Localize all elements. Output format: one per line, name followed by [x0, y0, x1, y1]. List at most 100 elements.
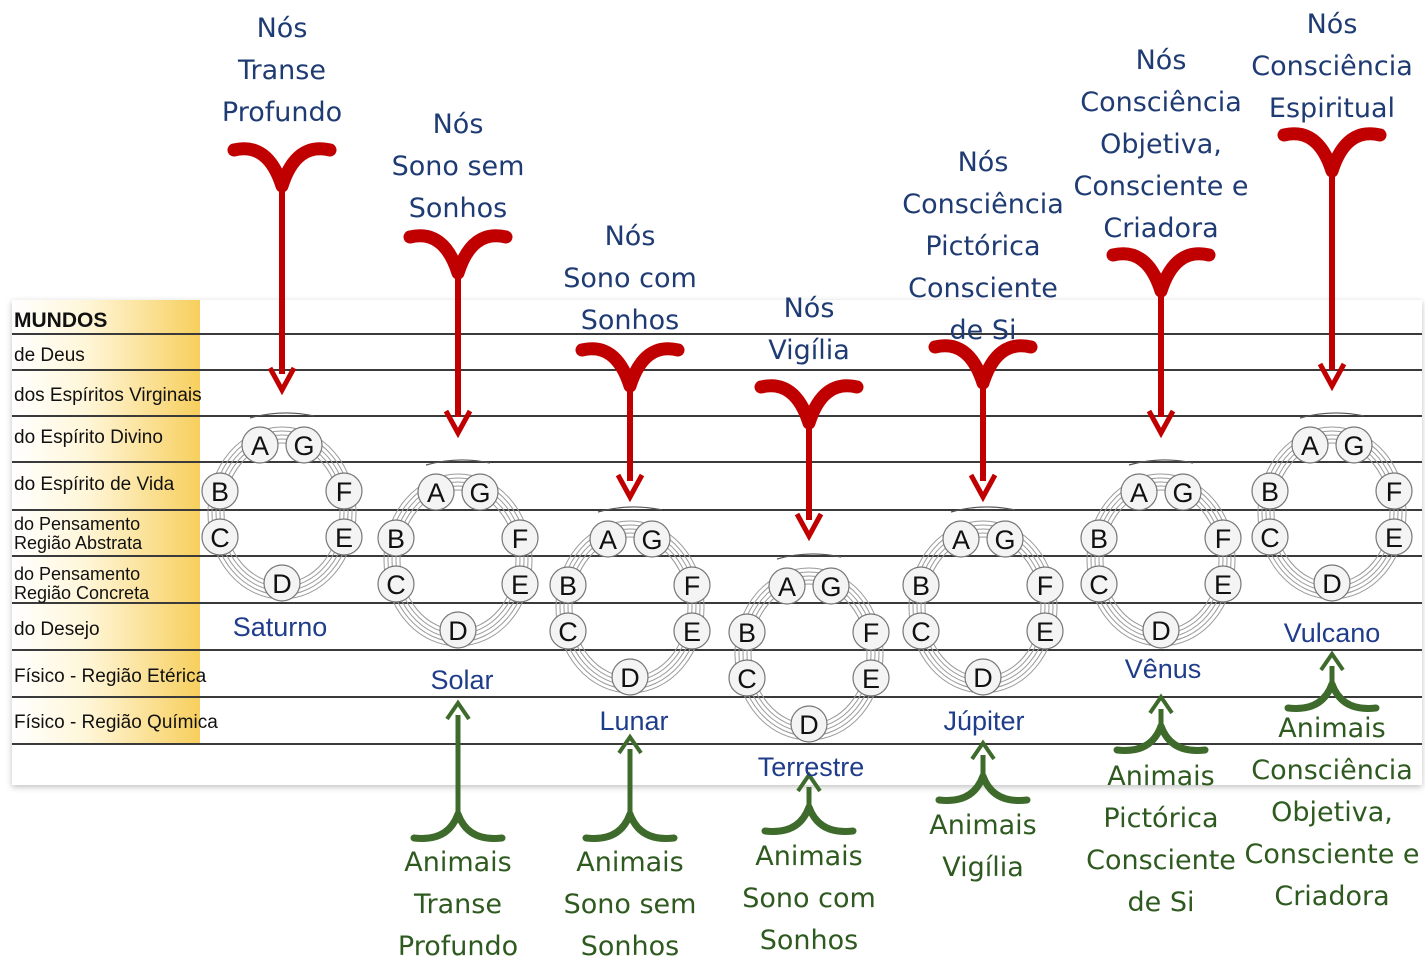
animais-label-line: Animais	[1107, 761, 1215, 792]
ring-letter: A	[952, 525, 970, 555]
ring-letter: A	[1301, 431, 1319, 461]
ring-letter: A	[251, 431, 269, 461]
ring-node	[1335, 426, 1373, 464]
ring-letter: E	[1036, 617, 1054, 647]
row-label-line: do Pensamento	[14, 564, 141, 584]
ring-letter: C	[737, 664, 757, 694]
ring-node	[263, 564, 301, 602]
ring-node	[812, 567, 850, 605]
planet-label: Lunar	[599, 706, 669, 736]
ring-letter: D	[799, 710, 819, 740]
ring-node	[439, 611, 477, 649]
animais-label-line: Consciente	[1086, 845, 1236, 876]
ring-top-arrow	[1128, 459, 1194, 466]
nos-label-line: Nós	[604, 221, 656, 252]
ring-letter: G	[1172, 478, 1193, 508]
ring-node	[241, 426, 279, 464]
row-divider	[12, 602, 1422, 604]
ring-node	[673, 612, 711, 650]
ring-node	[1142, 611, 1180, 649]
animais-label-line: Animais	[1278, 713, 1386, 744]
nos-arrow-head	[968, 473, 998, 503]
animais-label-line: Consciente e	[1244, 839, 1420, 870]
nos-label-line: Sono com	[563, 263, 697, 294]
ring-letter: F	[336, 477, 353, 507]
ring-letter: D	[1151, 616, 1171, 646]
animais-label-line: Animais	[929, 810, 1037, 841]
ring-letter: D	[448, 616, 468, 646]
ring-letter: A	[427, 478, 445, 508]
ring-node	[1026, 566, 1064, 604]
ring-letter: G	[641, 525, 662, 555]
animais-label-line: Animais	[404, 847, 512, 878]
ring-letter: F	[1386, 477, 1403, 507]
planet-label: Terrestre	[757, 752, 865, 782]
ring-node	[902, 612, 940, 650]
ring-node	[1313, 564, 1351, 602]
animais-arrow-head	[1148, 693, 1174, 715]
nos-label-line: Pictórica	[925, 231, 1041, 262]
ring-node	[768, 567, 806, 605]
row-label-eterica: Físico - Região Etérica	[14, 666, 207, 687]
ring-node	[501, 519, 539, 557]
nos-label-line: de Si	[949, 315, 1017, 346]
row-divider	[12, 461, 1422, 463]
row-label-espirito-divino: do Espírito Divino	[14, 427, 163, 448]
row-divider	[12, 415, 1422, 417]
ring-node	[325, 518, 363, 556]
ring-node	[549, 612, 587, 650]
nos-label-line: Consciência	[1251, 51, 1413, 82]
ring-loop	[924, 536, 1042, 678]
animais-label-line: Transe	[414, 889, 502, 920]
ring-letter: E	[1385, 523, 1403, 553]
ring-letter: G	[469, 478, 490, 508]
ring-letter: G	[820, 572, 841, 602]
ring-letter: G	[994, 525, 1015, 555]
ring-top-arrow	[776, 553, 842, 560]
row-divider	[12, 555, 1422, 557]
ring-letter: C	[210, 523, 230, 553]
ring-node	[549, 566, 587, 604]
nos-label-line: Nós	[256, 13, 308, 44]
nos-label-line: Sonhos	[408, 193, 508, 224]
ring-letter: E	[335, 523, 353, 553]
planet-label: Vulcano	[1283, 618, 1381, 648]
ring-node	[1204, 565, 1242, 603]
animais-label-line: de Si	[1127, 887, 1195, 918]
ring-node	[461, 473, 499, 511]
ring-node	[986, 520, 1024, 558]
ring-node	[1080, 565, 1118, 603]
ring-node	[1164, 473, 1202, 511]
row-divider	[12, 509, 1422, 511]
nos-label-line: Criadora	[1103, 213, 1219, 244]
nos-label-line: Nós	[783, 293, 835, 324]
ring-node	[790, 705, 828, 743]
ring-node	[1375, 518, 1413, 556]
ring-letter: F	[1215, 524, 1232, 554]
row-label-line: Região Concreta	[14, 583, 150, 603]
nos-label-line: Nós	[957, 147, 1009, 178]
ring-node	[1120, 473, 1158, 511]
planet-label: Júpiter	[943, 706, 1025, 736]
nos-label-line: Consciência	[1080, 87, 1242, 118]
row-label-espirito-de-vida: do Espírito de Vida	[14, 474, 175, 495]
animais-arrow-head	[1319, 650, 1345, 672]
animais-label-line: Vigília	[942, 852, 1024, 883]
ring-loop	[399, 489, 517, 631]
row-divider	[12, 333, 1422, 335]
row-label-espiritos-virginais: dos Espíritos Virginais	[14, 385, 202, 406]
ring-letter: B	[738, 618, 756, 648]
